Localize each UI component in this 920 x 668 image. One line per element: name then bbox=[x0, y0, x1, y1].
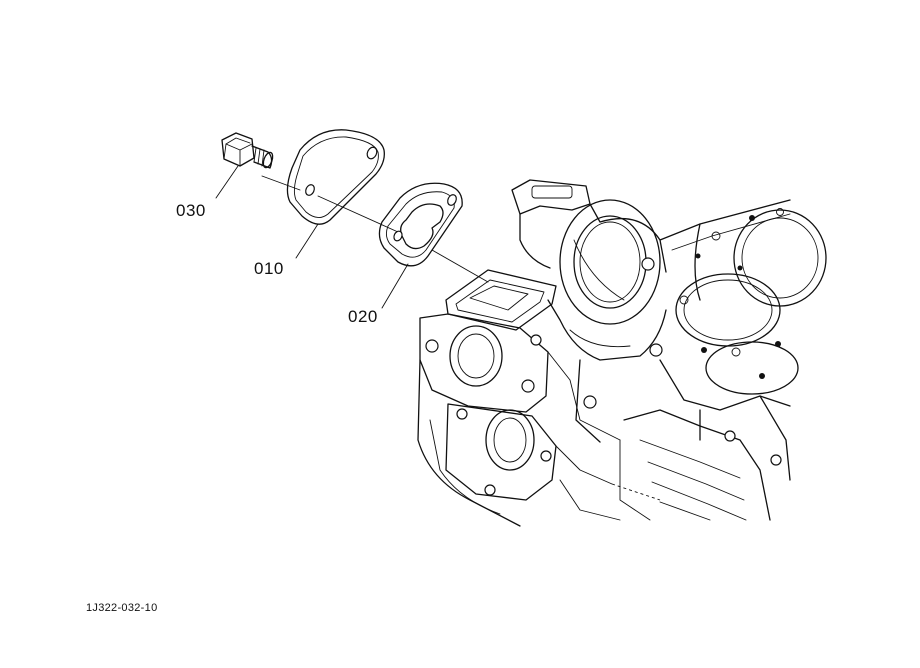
callout-leaders bbox=[215, 165, 409, 309]
drawing-id-label: 1J322-032-10 bbox=[86, 602, 158, 614]
callout-cover-label: 010 bbox=[254, 259, 284, 278]
callout-bolt-label: 030 bbox=[176, 201, 206, 220]
assembly-axis-line bbox=[261, 175, 489, 283]
cover-plate-part bbox=[286, 129, 385, 225]
gasket-part bbox=[378, 182, 463, 267]
callout-gasket-label: 020 bbox=[348, 307, 378, 326]
engine-block-housing bbox=[417, 179, 827, 527]
bolt-part bbox=[221, 132, 274, 169]
